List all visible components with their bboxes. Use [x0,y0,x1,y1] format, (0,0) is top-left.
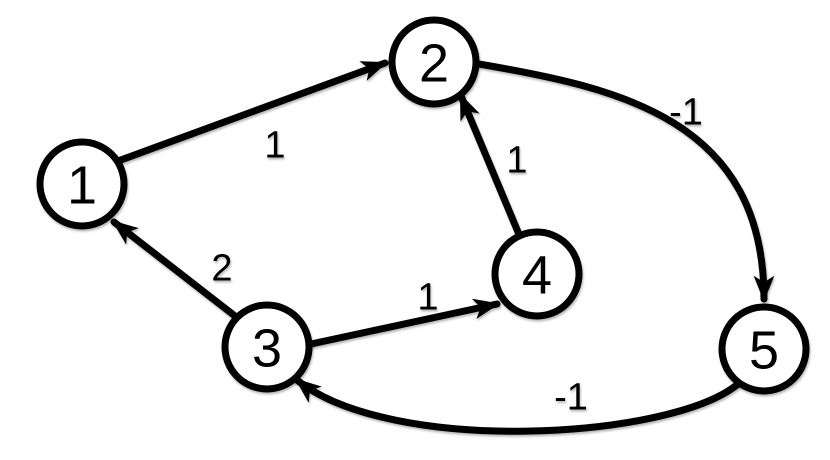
node-5-label: 5 [749,320,779,380]
edge-weight-2-5: -1 [669,91,703,133]
edge-5-3 [293,376,742,435]
edge-1-2 [114,59,389,165]
edge-weight-4-2: 1 [506,139,527,181]
edge-weight-3-1: 2 [211,247,232,289]
node-1-circle [36,138,128,230]
edge-weight-5-3: -1 [554,376,588,418]
node-5-circle [718,303,810,395]
node-2-label: 2 [419,33,449,93]
node-3-label: 3 [252,318,282,378]
edge-weight-1-2: 1 [264,124,285,166]
node-3-circle [221,301,313,393]
edge-weight-3-4: 1 [417,276,438,318]
edges-layer: 1 2 1 1 -1 -1 [110,59,775,435]
node-2-circle [388,16,480,108]
edge-2-5 [475,60,775,303]
node-4-label: 4 [522,245,552,305]
node-1-label: 1 [67,155,97,215]
edge-3-1 [110,218,239,320]
node-4-circle [491,228,583,320]
edge-3-4 [307,298,501,348]
edge-4-2 [457,92,522,236]
